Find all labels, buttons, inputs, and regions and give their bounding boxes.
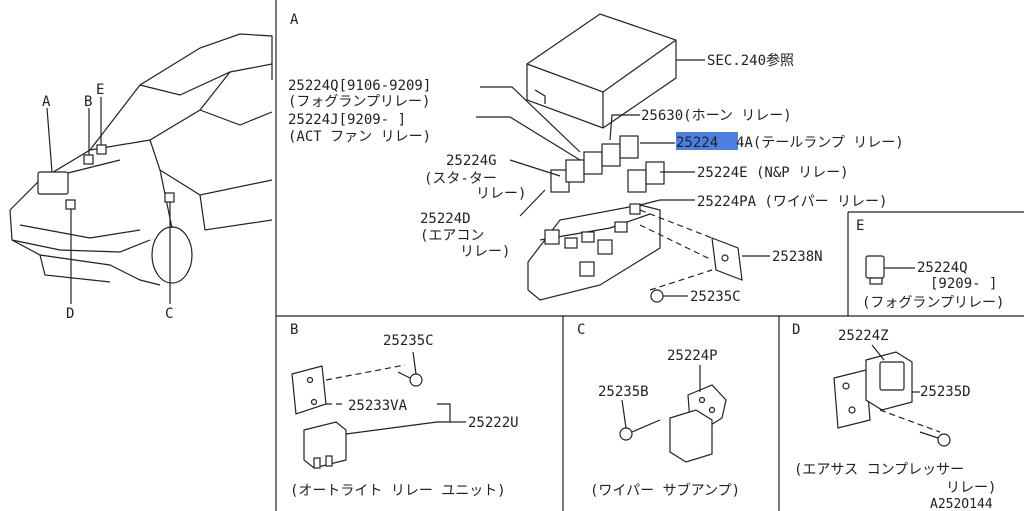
label-e-fog: (フォグランプリレー) — [862, 295, 1004, 311]
label-e-25224q: 25224Q — [917, 260, 968, 276]
panel-b: B 25235C 25233VA 25222U (オートライト リレー ユニット… — [290, 322, 519, 499]
panel-b-title: B — [290, 322, 298, 338]
label-b-25233va: 25233VA — [348, 398, 408, 414]
car-label-b: B — [84, 94, 92, 110]
caption-b: (オートライト リレー ユニット) — [290, 483, 506, 499]
frame-lines — [275, 0, 1024, 511]
label-25235c-a: 25235C — [690, 289, 741, 305]
caption-d-2: リレー) — [946, 480, 996, 496]
car-label-e: E — [96, 82, 104, 98]
label-d-25224z: 25224Z — [838, 328, 889, 344]
label-25238n: 25238N — [772, 249, 823, 265]
label-25224pa: 25224PA (ワイパー リレー) — [697, 194, 887, 210]
sec-ref-label: SEC.240参照 — [707, 52, 794, 69]
label-b-25235c: 25235C — [383, 333, 434, 349]
panel-d: D 25224Z 25235D (エアサス コンプレッサー リレー) A252O… — [792, 322, 996, 511]
label-c-25224p: 25224P — [667, 348, 718, 364]
panel-c: C 25224P 25235B (ワイパー サブアンプ) — [577, 322, 740, 499]
label-act-fan-relay: (ACT ファン リレー) — [288, 129, 431, 145]
highlight-25224a — [676, 132, 738, 150]
car-label-a: A — [42, 94, 51, 110]
label-aircon-1: (エアコン — [420, 228, 484, 244]
label-starter-2: リレー) — [476, 186, 526, 202]
label-e-9209: [9209- ] — [930, 276, 997, 292]
label-25224e: 25224E (N&P リレー) — [697, 165, 849, 181]
label-fog-relay: (フォグランプリレー) — [288, 94, 430, 110]
label-b-25222u: 25222U — [468, 415, 519, 431]
panel-a: A SEC.240参照 — [288, 12, 904, 305]
panel-e-title: E — [856, 218, 864, 234]
caption-c: (ワイパー サブアンプ) — [590, 482, 740, 499]
car-drawing: A B E D C — [9, 33, 273, 322]
caption-d-1: (エアサス コンプレッサー — [794, 462, 964, 478]
car-label-c: C — [165, 306, 173, 322]
panel-e: E 25224Q [9209- ] (フォグランプリレー) — [856, 218, 1004, 311]
panel-c-title: C — [577, 322, 585, 338]
label-25630: 25630(ホーン リレー) — [641, 108, 792, 124]
label-aircon-2: リレー) — [460, 244, 510, 260]
label-25224q: 25224Q[9106-9209] — [288, 78, 431, 94]
label-d-25235d: 25235D — [920, 384, 971, 400]
panel-d-title: D — [792, 322, 800, 338]
label-starter-1: (スタ-ター — [424, 171, 497, 187]
label-25224g: 25224G — [446, 153, 497, 169]
label-c-25235b: 25235B — [598, 384, 649, 400]
relay-stack — [550, 135, 665, 193]
diagram-code: A252O144 — [930, 497, 993, 511]
panel-a-title: A — [290, 12, 299, 28]
label-25224a-highlight: 25224 — [676, 135, 718, 151]
label-25224d: 25224D — [420, 211, 471, 227]
label-25224j: 25224J[9209- ] — [288, 112, 406, 128]
label-25224a-rest: 4A(テールランプ リレー) — [736, 135, 904, 151]
car-label-d: D — [66, 306, 74, 322]
